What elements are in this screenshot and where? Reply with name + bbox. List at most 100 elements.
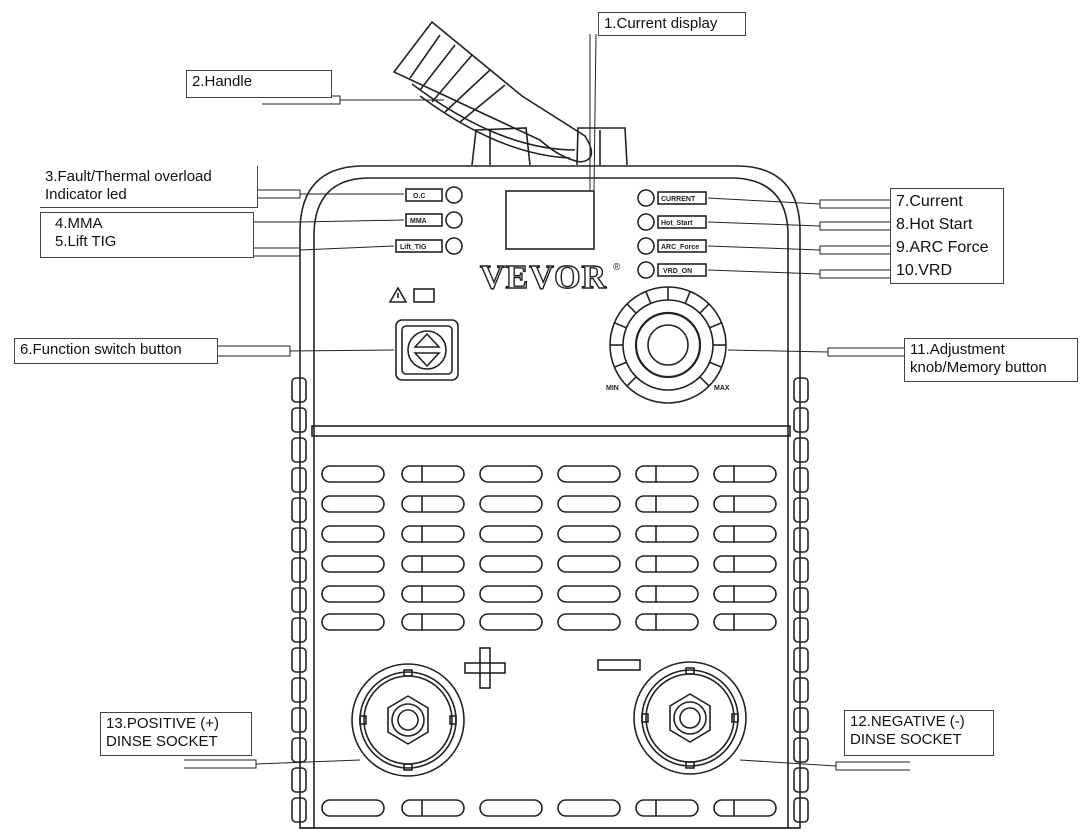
vent-slot bbox=[479, 495, 543, 513]
fin-right bbox=[793, 557, 809, 583]
fin-right bbox=[793, 587, 809, 613]
fin-left bbox=[291, 407, 307, 433]
vent-slot bbox=[713, 495, 777, 513]
right-indicator-panel bbox=[637, 189, 707, 279]
fin-left bbox=[291, 677, 307, 703]
callout-text-hot-start: 8.Hot Start bbox=[896, 216, 973, 233]
vent-slot bbox=[557, 465, 621, 483]
vent-slot bbox=[321, 799, 385, 817]
fin-left bbox=[291, 467, 307, 493]
led-label-hot-start: Hot_Start bbox=[661, 220, 693, 227]
vent-slot bbox=[479, 465, 543, 483]
side-fins bbox=[291, 377, 809, 823]
callout-text-line-2: DINSE SOCKET bbox=[106, 733, 218, 750]
vent-slot bbox=[557, 495, 621, 513]
vent-slot bbox=[479, 585, 543, 603]
callout-mma-lift-tig: 4.MMA 5.Lift TIG bbox=[40, 212, 254, 258]
knob-tick bbox=[684, 291, 691, 304]
knob-tick bbox=[626, 376, 637, 387]
vent-slot bbox=[635, 495, 699, 513]
vent-slot bbox=[401, 525, 465, 543]
vent-slot bbox=[713, 585, 777, 603]
vent-slot bbox=[401, 613, 465, 631]
fin-left bbox=[291, 617, 307, 643]
vent-slot bbox=[479, 799, 543, 817]
fin-left bbox=[291, 527, 307, 553]
callout-text: 2.Handle bbox=[192, 73, 253, 90]
fin-right bbox=[793, 407, 809, 433]
vent-slot bbox=[321, 555, 385, 573]
knob-tick bbox=[699, 303, 710, 314]
current-display-screen bbox=[505, 190, 595, 250]
fin-left bbox=[291, 647, 307, 673]
vent-slot bbox=[557, 613, 621, 631]
positive-dinse-socket bbox=[351, 663, 465, 777]
callout-text-line-1: 11.Adjustment bbox=[910, 341, 1005, 358]
callout-text-line-1: 13.POSITIVE (+) bbox=[106, 715, 219, 732]
fin-right bbox=[793, 377, 809, 403]
led-label-current: CURRENT bbox=[661, 196, 696, 203]
callout-text-line-1: 3.Fault/Thermal overload bbox=[45, 168, 212, 185]
vent-slot bbox=[635, 613, 699, 631]
callout-positive-socket: 13.POSITIVE (+) DINSE SOCKET bbox=[100, 712, 252, 756]
vent-slot bbox=[713, 555, 777, 573]
led-label-mma: MMA bbox=[410, 218, 427, 225]
fin-left bbox=[291, 587, 307, 613]
fin-right bbox=[793, 617, 809, 643]
vent-slot bbox=[557, 555, 621, 573]
callout-text: 1.Current display bbox=[604, 15, 718, 32]
knob-tick bbox=[645, 291, 652, 304]
fin-left bbox=[291, 437, 307, 463]
callout-text-current: 7.Current bbox=[896, 193, 963, 210]
callout-negative-socket: 12.NEGATIVE (-) DINSE SOCKET bbox=[844, 710, 994, 756]
vent-slot bbox=[713, 613, 777, 631]
warning-icon bbox=[388, 286, 435, 303]
left-indicator-panel bbox=[395, 186, 463, 255]
vent-slot bbox=[635, 555, 699, 573]
fin-left bbox=[291, 497, 307, 523]
vent-slot bbox=[401, 799, 465, 817]
fin-right bbox=[793, 437, 809, 463]
callout-fault-indicator: 3.Fault/Thermal overload Indicator led bbox=[40, 166, 258, 208]
fin-left bbox=[291, 707, 307, 733]
handle-mounts bbox=[471, 127, 628, 166]
negative-symbol bbox=[597, 659, 641, 671]
vent-slot bbox=[479, 525, 543, 543]
callout-text-line-1: 12.NEGATIVE (-) bbox=[850, 713, 965, 730]
vent-slot bbox=[713, 525, 777, 543]
vent-slots bbox=[321, 465, 777, 817]
led-label-oc: O.C bbox=[413, 193, 425, 200]
vent-slot bbox=[321, 525, 385, 543]
callout-handle: 2.Handle bbox=[186, 70, 332, 98]
vent-slot bbox=[557, 799, 621, 817]
function-switch-button bbox=[395, 319, 459, 381]
fin-right bbox=[793, 707, 809, 733]
fin-right bbox=[793, 767, 809, 793]
registered-mark: ® bbox=[613, 262, 621, 273]
leader-lines bbox=[184, 33, 910, 771]
knob-tick bbox=[626, 303, 637, 314]
vent-slot bbox=[635, 465, 699, 483]
callout-text-line-2: Indicator led bbox=[45, 186, 127, 203]
knob-tick bbox=[614, 361, 627, 368]
led-label-arc-force: ARC_Force bbox=[661, 244, 699, 251]
fin-left bbox=[291, 377, 307, 403]
fin-left bbox=[291, 557, 307, 583]
vent-slot bbox=[557, 585, 621, 603]
vent-slot bbox=[635, 799, 699, 817]
callout-current-display: 1.Current display bbox=[598, 12, 746, 36]
callout-text-line-1: 4.MMA bbox=[55, 215, 103, 232]
vent-slot bbox=[479, 613, 543, 631]
positive-symbol bbox=[464, 647, 506, 689]
callout-text-line-2: 5.Lift TIG bbox=[55, 233, 117, 250]
knob-min-label: MIN bbox=[606, 385, 619, 392]
fin-right bbox=[793, 677, 809, 703]
vent-slot bbox=[401, 585, 465, 603]
vent-slot bbox=[635, 585, 699, 603]
vent-slot bbox=[557, 525, 621, 543]
callout-text: 6.Function switch button bbox=[20, 341, 182, 358]
vent-slot bbox=[401, 555, 465, 573]
knob-tick bbox=[709, 322, 722, 329]
led-label-vrd: VRD_ON bbox=[663, 268, 692, 275]
